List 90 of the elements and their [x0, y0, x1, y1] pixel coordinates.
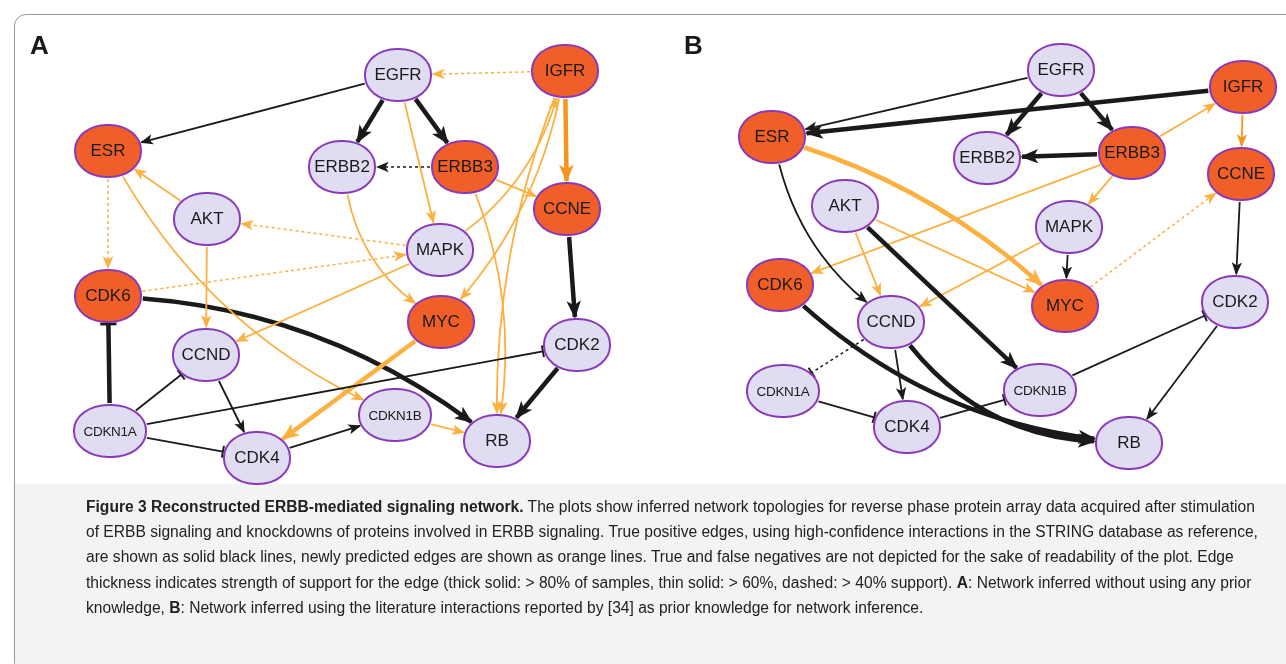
protein-node: CDK6 — [74, 269, 142, 323]
arrow — [874, 218, 1036, 294]
protein-node: CDKN1A — [746, 364, 820, 418]
inhibition-line — [98, 322, 118, 404]
arrow — [559, 98, 574, 183]
protein-node: IGFR — [531, 44, 599, 98]
protein-node: EGFR — [364, 48, 432, 102]
arrow — [1004, 91, 1044, 137]
protein-node: ERBB2 — [308, 140, 376, 194]
panel-label: B — [684, 30, 703, 61]
arrow — [288, 424, 362, 449]
inhibition-line — [939, 393, 1007, 419]
arrow — [355, 99, 385, 144]
inhibition-line — [146, 344, 545, 426]
protein-node: CDKN1B — [1003, 363, 1077, 417]
arrow — [854, 231, 882, 297]
arrow — [514, 366, 560, 420]
protein-node: CDK4 — [223, 431, 291, 485]
protein-node: ERBB3 — [1098, 126, 1166, 180]
panel-label: A — [30, 30, 49, 61]
arrow — [894, 348, 907, 401]
protein-node: ESR — [738, 110, 806, 164]
inhibition-line — [1071, 309, 1208, 377]
arrow — [1159, 102, 1216, 138]
arrow — [218, 380, 245, 434]
protein-node: MAPK — [1035, 200, 1103, 254]
figure-caption: Figure 3 Reconstructed ERBB-mediated signaling network. The plots show inferred network topologies for reverse phase protein array data acquired after stimulation of ERBB signaling and knockdowns of proteins involved in ERBB signaling. True positive edges, using high-confidence interactions in the STRING database as reference, are shown as solid black lines, newly predicted edges are shown as orange lines. True and false negatives are not depicted for the sake of readability of the plot. Edge thickness indicates strength of support for the edge (thick solid: > 80% of samples, thin solid: > 60%, dashed: > 40% support). A: Network inferred without using any prior knowledge, B: Network inferred using the literature interactions reported by [34] as prior knowledge for network inference. — [86, 497, 1258, 618]
arrow — [566, 236, 581, 319]
arrow — [804, 76, 1029, 132]
arrow — [140, 82, 366, 145]
protein-node: MYC — [407, 295, 475, 349]
arrow — [801, 304, 1097, 444]
protein-node: MAPK — [406, 223, 474, 277]
protein-node: CCNE — [533, 182, 601, 236]
protein-node: CDK6 — [746, 258, 814, 312]
arrow — [430, 423, 465, 435]
protein-node: ESR — [74, 124, 142, 178]
inhibition-line — [146, 436, 225, 459]
protein-node: CCNE — [1207, 147, 1275, 201]
protein-node: CDKN1A — [73, 404, 147, 458]
protein-node: AKT — [811, 179, 879, 233]
protein-node: CDK2 — [1201, 275, 1269, 329]
protein-node: CDK2 — [543, 318, 611, 372]
arrow — [240, 220, 407, 247]
arrow — [908, 344, 1096, 448]
arrow — [375, 161, 431, 173]
arrow — [133, 168, 182, 202]
arrow — [1061, 254, 1073, 280]
arrow — [1146, 325, 1218, 421]
arrow — [464, 96, 559, 232]
protein-node: ERBB2 — [953, 131, 1021, 185]
arrow — [1079, 91, 1114, 132]
protein-node: EGFR — [1027, 43, 1095, 97]
arrow — [1087, 175, 1114, 205]
protein-node: CCND — [857, 295, 925, 349]
arrow — [804, 88, 1209, 139]
arrow — [121, 175, 365, 401]
arrow — [1231, 201, 1243, 276]
arrow — [1020, 149, 1098, 164]
arrow — [474, 192, 508, 415]
protein-node: RB — [1095, 416, 1163, 470]
arrow — [403, 101, 436, 224]
protein-node: RB — [463, 414, 531, 468]
arrow — [495, 178, 538, 198]
protein-node: ERBB3 — [431, 140, 499, 194]
protein-node: CDKN1B — [358, 388, 432, 442]
inhibition-line — [817, 400, 877, 424]
arrow — [141, 251, 407, 292]
arrow — [1236, 114, 1248, 148]
protein-node: CCND — [172, 328, 240, 382]
protein-node: IGFR — [1209, 60, 1277, 114]
arrow — [235, 262, 411, 343]
arrow — [866, 225, 1019, 370]
arrow — [459, 97, 561, 300]
arrow — [102, 178, 114, 270]
arrow — [918, 241, 1041, 308]
arrow — [778, 163, 868, 303]
arrow — [142, 296, 473, 424]
protein-node: MYC — [1031, 279, 1099, 333]
arrow — [413, 97, 450, 145]
arrow — [431, 68, 531, 80]
arrow — [281, 339, 417, 441]
arrow — [810, 164, 1102, 274]
arrow — [1089, 192, 1217, 288]
arrow — [346, 193, 417, 305]
arrow — [491, 96, 556, 415]
protein-node: CDK4 — [873, 400, 941, 454]
arrow — [803, 145, 1044, 287]
arrow — [201, 246, 212, 329]
protein-node: AKT — [173, 192, 241, 246]
